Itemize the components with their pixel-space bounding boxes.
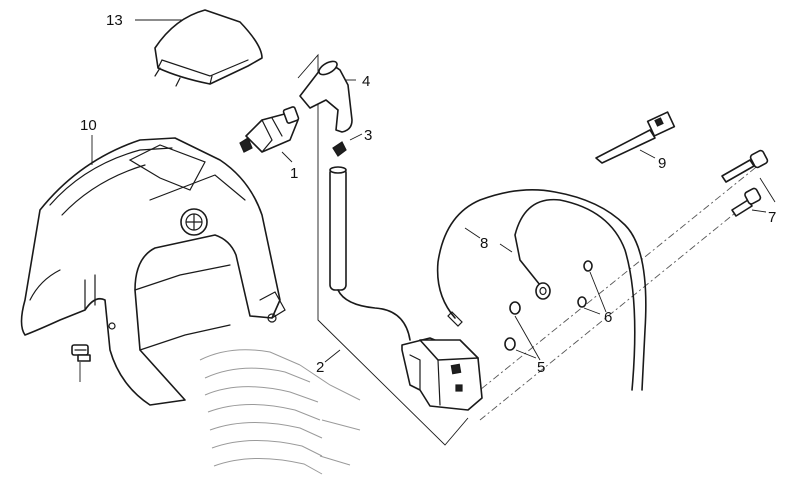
assembly-lines bbox=[469, 159, 766, 421]
callout-6: 6 bbox=[604, 309, 612, 326]
callout-11: 13 bbox=[106, 12, 123, 29]
part-6-washers bbox=[577, 260, 593, 308]
part-11-top-cover bbox=[154, 9, 263, 87]
part-2-ignition-module bbox=[401, 337, 483, 411]
callout-1: 1 bbox=[290, 165, 298, 182]
callout-3: 3 bbox=[364, 127, 372, 144]
callout-9: 9 bbox=[658, 155, 666, 172]
part-7-bolts bbox=[721, 149, 769, 217]
group-bracket-2 bbox=[297, 53, 469, 446]
part-8-ground-wire bbox=[436, 188, 647, 391]
callout-2: 2 bbox=[316, 359, 324, 376]
engine-cylinder-background bbox=[199, 349, 361, 475]
callout-8: 8 bbox=[480, 235, 488, 252]
callout-10: 10 bbox=[80, 117, 97, 134]
callout-4: 4 bbox=[362, 73, 370, 90]
part-2-ignition-lead bbox=[329, 166, 411, 341]
callout-5: 5 bbox=[537, 359, 545, 376]
part-10-engine-cover bbox=[20, 137, 286, 406]
callout-labels: 13 10 4 3 1 9 7 8 6 5 2 bbox=[80, 12, 776, 376]
part-3-spring bbox=[332, 141, 347, 157]
part-5-washers bbox=[504, 301, 521, 351]
part-4-plug-boot bbox=[299, 60, 353, 133]
part-13-screw bbox=[71, 344, 91, 362]
part-1-spark-plug bbox=[239, 106, 300, 153]
leader-lines bbox=[79, 19, 776, 382]
callout-7: 7 bbox=[768, 209, 776, 226]
part-9-cable-tie bbox=[595, 111, 676, 164]
